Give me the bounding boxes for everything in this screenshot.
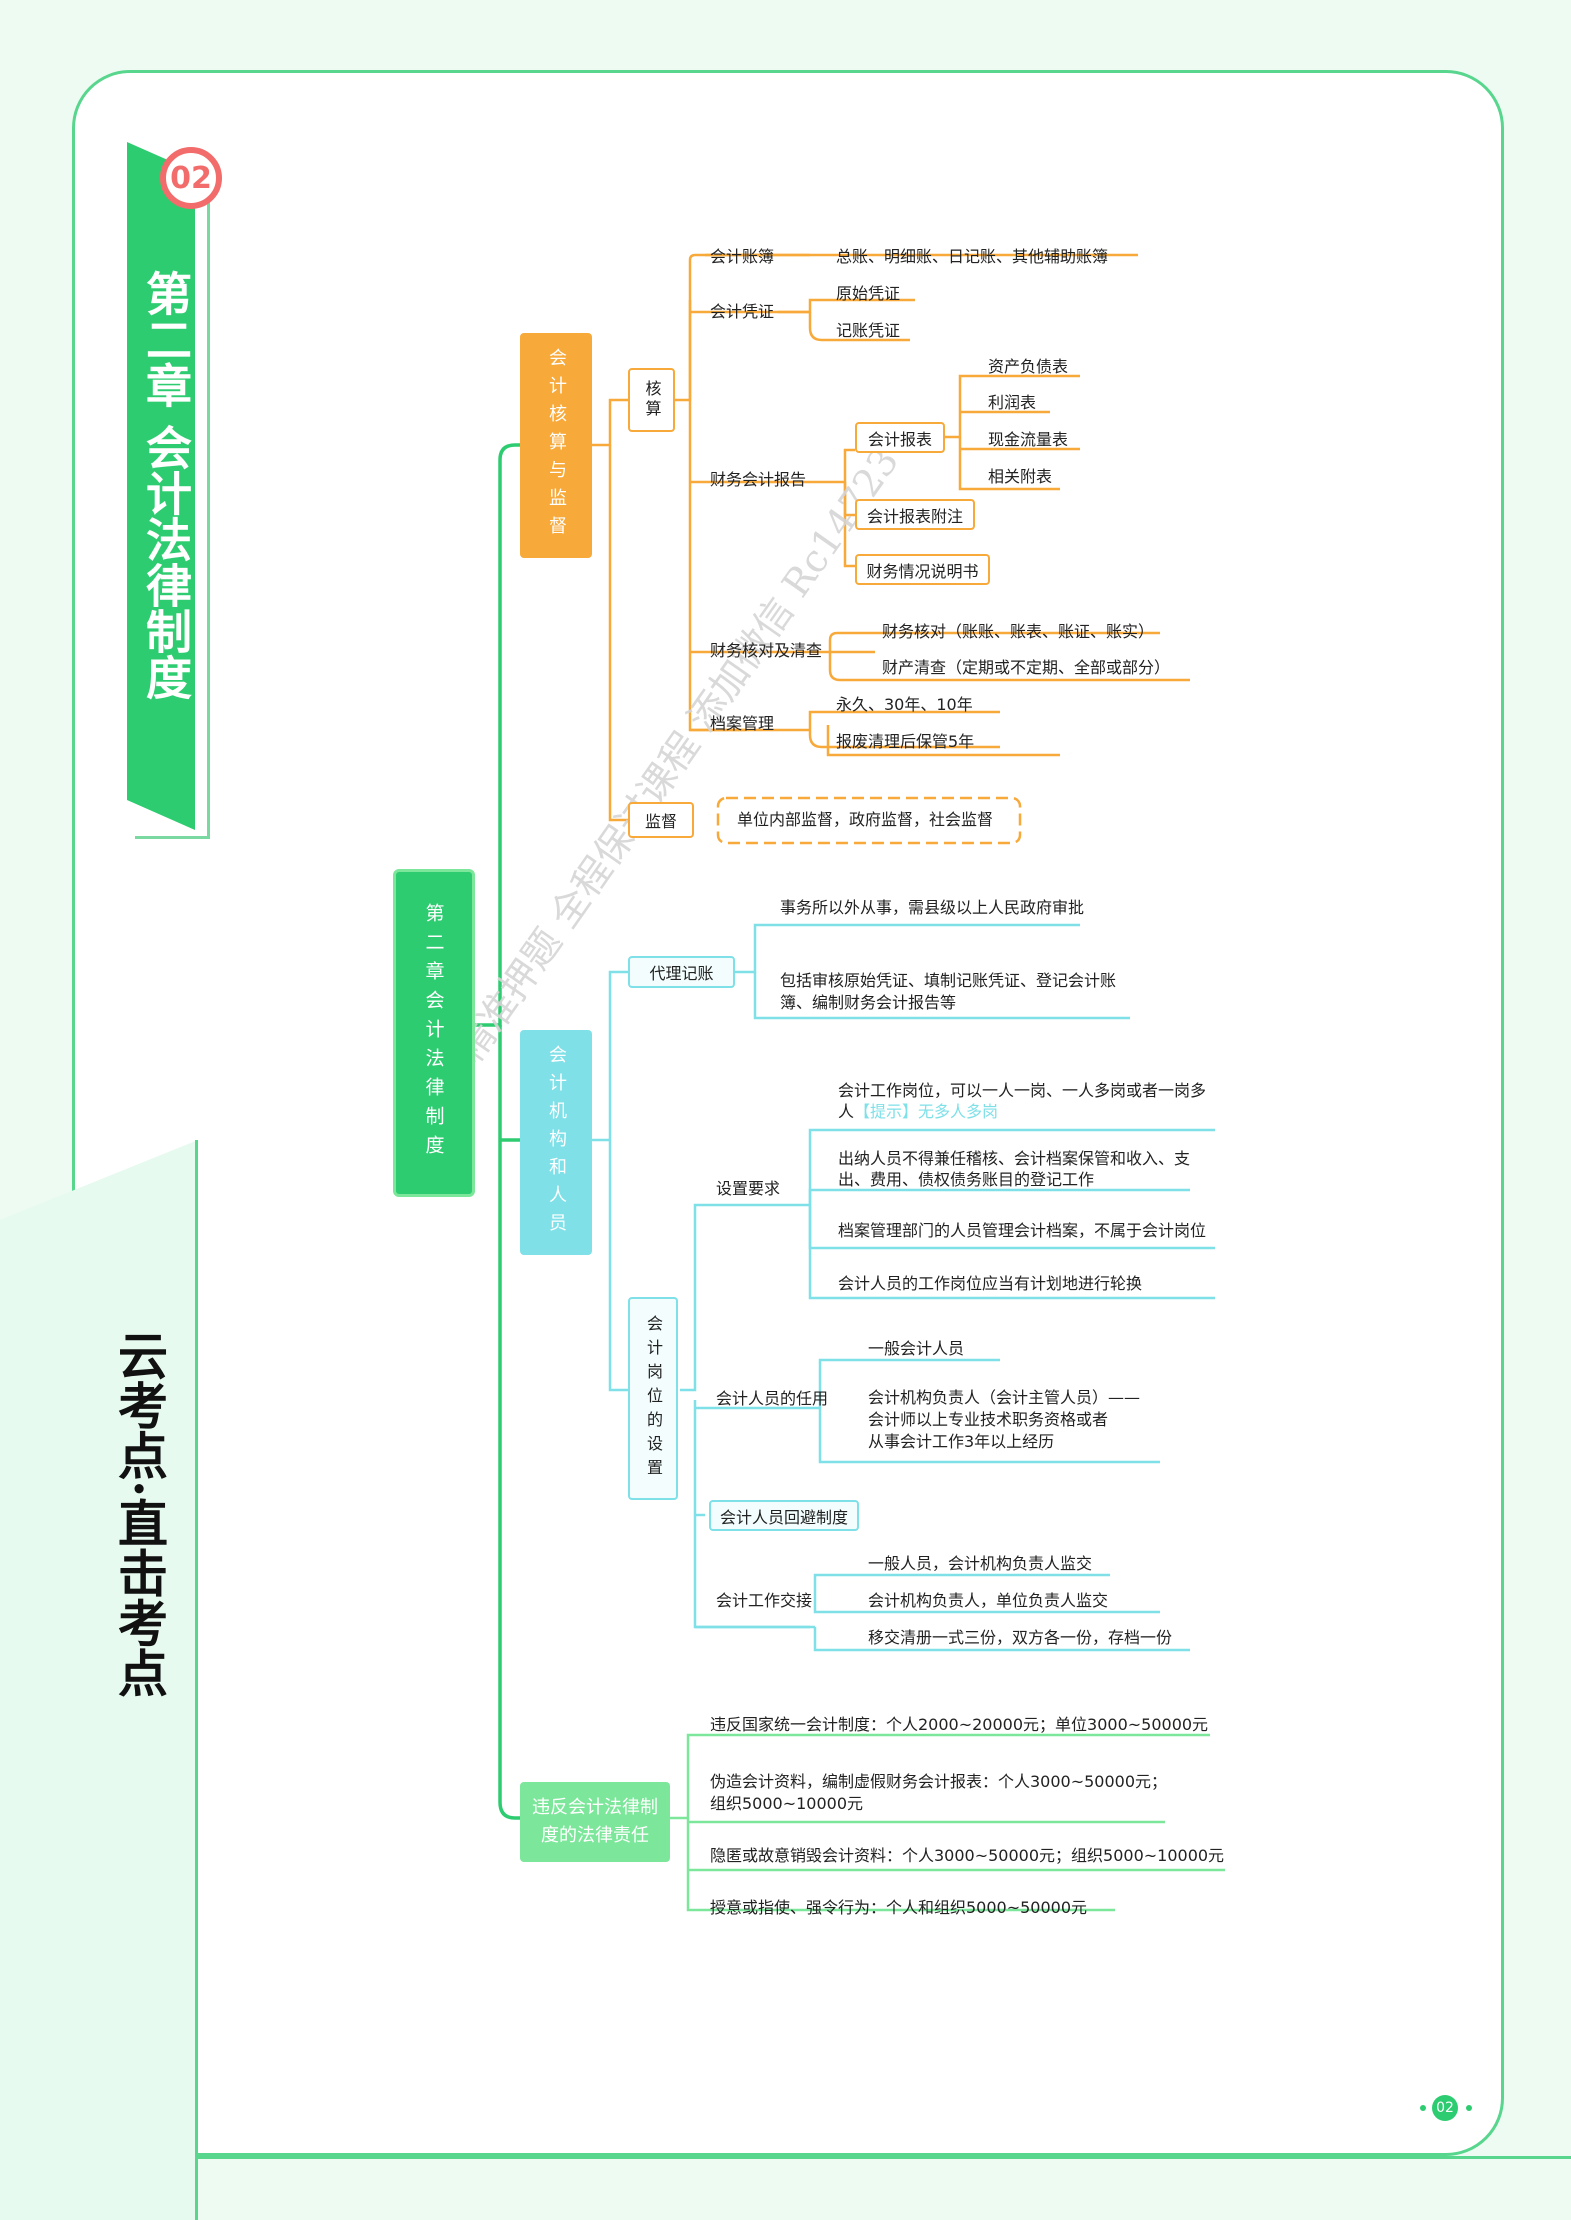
node-shezhi: 设置要求 xyxy=(716,1179,781,1198)
branch-institutions-personnel: 会计机构和人员 xyxy=(520,1030,592,1255)
side-divider xyxy=(195,1140,198,2220)
ribbon-shadow xyxy=(135,160,210,839)
page-dot-right xyxy=(1466,2105,1472,2111)
node-jiandu: 监督 xyxy=(628,802,694,838)
shezhi-item-1b: 人【提示】无多人多岗 xyxy=(838,1102,999,1121)
root-label: 第二章会计法律制度 xyxy=(422,902,445,1164)
node-hesuan: 核算 xyxy=(628,368,675,432)
node-baobiao: 会计报表 xyxy=(855,422,945,453)
node-gangwei: 会计岗位的设置 xyxy=(628,1297,678,1500)
dangan-item-1: 永久、30年、10年 xyxy=(836,695,973,714)
chapter-title: 第二章 会计法律制度 xyxy=(139,270,193,701)
node-zhangbu: 会计账簿 xyxy=(710,247,775,266)
node-qingcha: 财务核对及清查 xyxy=(710,641,823,660)
qingcha-item-2: 财产清查（定期或不定期、全部或部分） xyxy=(882,658,1171,677)
liability-item-4: 授意或指使、强令行为：个人和组织5000~50000元 xyxy=(710,1898,1088,1917)
page-dot-left xyxy=(1420,2105,1426,2111)
pingzheng-item-2: 记账凭证 xyxy=(836,321,901,340)
shezhi-item-4: 会计人员的工作岗位应当有计划地进行轮换 xyxy=(838,1274,1143,1293)
baobiao-item-4: 相关附表 xyxy=(988,467,1053,486)
baobiao-item-2: 利润表 xyxy=(988,393,1037,412)
pingzheng-item-1: 原始凭证 xyxy=(836,284,901,303)
liability-item-1: 违反国家统一会计制度：个人2000~20000元；单位3000~50000元 xyxy=(710,1715,1209,1734)
jiaojie-item-3: 移交清册一式三份，双方各一份，存档一份 xyxy=(868,1628,1173,1647)
node-fuzhu: 会计报表附注 xyxy=(855,499,975,530)
node-shuoming: 财务情况说明书 xyxy=(855,554,990,585)
chapter-badge: 02 xyxy=(160,147,222,209)
liability-item-3: 隐匿或故意销毁会计资料：个人3000~50000元；组织5000~10000元 xyxy=(710,1846,1225,1865)
daili-item-1: 事务所以外从事，需县级以上人民政府审批 xyxy=(780,898,1085,917)
renyong-item-2a: 会计机构负责人（会计主管人员）—— xyxy=(868,1388,1141,1407)
slogan: 云考点·直击考点 xyxy=(110,1330,169,1698)
jiaojie-item-2: 会计机构负责人，单位负责人监交 xyxy=(868,1591,1109,1610)
shezhi-item-3: 档案管理部门的人员管理会计档案，不属于会计岗位 xyxy=(838,1221,1207,1240)
liability-item-2a: 伪造会计资料，编制虚假财务会计报表：个人3000~50000元； xyxy=(710,1772,1168,1791)
node-jiaojie: 会计工作交接 xyxy=(716,1591,813,1610)
renyong-item-2c: 从事会计工作3年以上经历 xyxy=(868,1432,1055,1451)
shezhi-item-1a: 会计工作岗位，可以一人一岗、一人多岗或者一岗多 xyxy=(838,1081,1207,1100)
shezhi-item-2b: 出、费用、债权债务账目的登记工作 xyxy=(838,1170,1095,1189)
node-huibi: 会计人员回避制度 xyxy=(709,1500,859,1531)
node-dangan: 档案管理 xyxy=(710,714,775,733)
renyong-item-1: 一般会计人员 xyxy=(868,1339,965,1358)
branch-accounting-supervision: 会计核算与监督 xyxy=(520,333,592,558)
node-renyong: 会计人员的任用 xyxy=(716,1389,829,1408)
page-number: 02 xyxy=(1432,2095,1458,2121)
baobiao-item-1: 资产负债表 xyxy=(988,357,1069,376)
jiandu-detail: 单位内部监督，政府监督，社会监督 xyxy=(737,810,994,829)
renyong-item-2b: 会计师以上专业技术职务资格或者 xyxy=(868,1410,1109,1429)
branch-legal-liability: 违反会计法律制 度的法律责任 xyxy=(520,1782,670,1862)
bottom-side-panel xyxy=(0,1140,198,2220)
footer-divider xyxy=(195,2156,1571,2159)
jiaojie-item-1: 一般人员，会计机构负责人监交 xyxy=(868,1554,1093,1573)
node-baogao: 财务会计报告 xyxy=(710,470,807,489)
daili-item-2b: 簿、编制财务会计报告等 xyxy=(780,993,957,1012)
liability-item-2b: 组织5000~10000元 xyxy=(710,1794,864,1813)
node-pingzheng: 会计凭证 xyxy=(710,302,775,321)
baobiao-item-3: 现金流量表 xyxy=(988,430,1069,449)
zhangbu-detail: 总账、明细账、日记账、其他辅助账簿 xyxy=(836,247,1109,266)
root-node: 第二章会计法律制度 xyxy=(393,869,475,1197)
chapter-ribbon xyxy=(127,142,195,830)
page-card xyxy=(72,70,1504,2156)
hint-text: 【提示】无多人多岗 xyxy=(854,1102,999,1121)
qingcha-item-1: 财务核对（账账、账表、账证、账实） xyxy=(882,622,1155,641)
dangan-item-2: 报废清理后保管5年 xyxy=(836,732,975,751)
node-daili: 代理记账 xyxy=(628,956,735,988)
daili-item-2a: 包括审核原始凭证、填制记账凭证、登记会计账 xyxy=(780,971,1117,990)
shezhi-item-2a: 出纳人员不得兼任稽核、会计档案保管和收入、支 xyxy=(838,1149,1191,1168)
